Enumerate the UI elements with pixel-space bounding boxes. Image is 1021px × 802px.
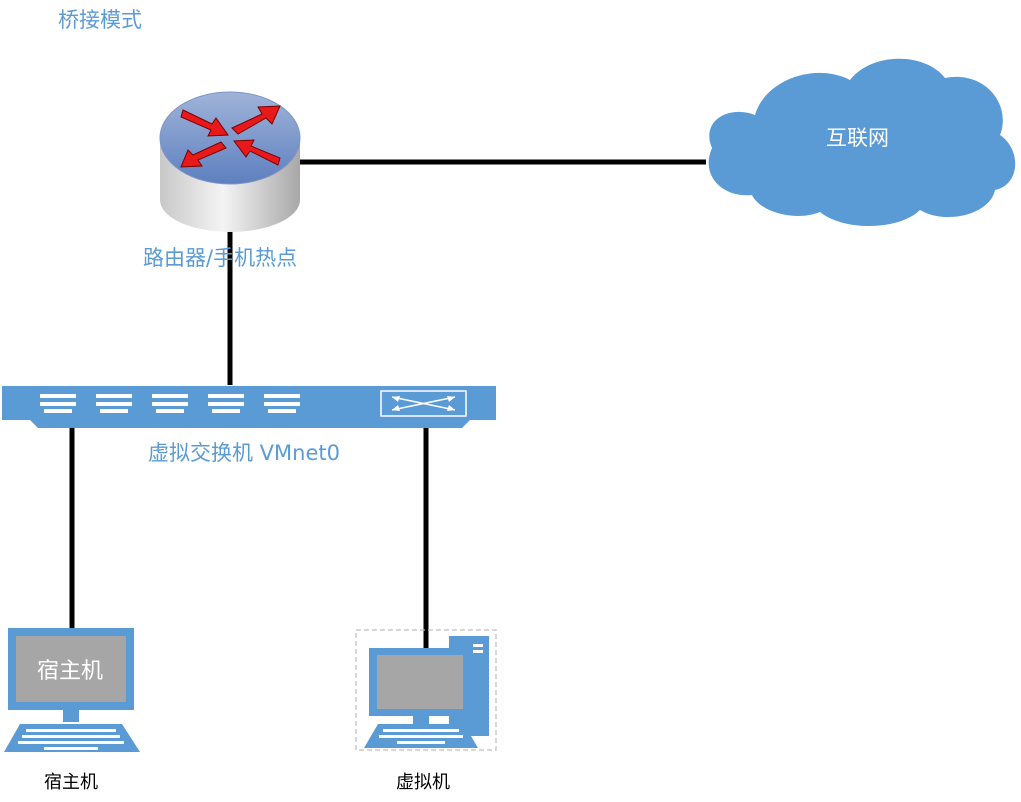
router-label: 路由器/手机热点 (143, 246, 297, 270)
internet-label: 互联网 (826, 126, 889, 150)
host-label: 宿主机 (44, 772, 98, 793)
cloud-icon (708, 58, 1016, 227)
router-icon (159, 91, 301, 232)
desktop-computer-icon (355, 629, 497, 751)
host-screen-text: 宿主机 (37, 659, 103, 684)
laptop-icon (4, 628, 140, 752)
switch-label: 虚拟交换机 VMnet0 (148, 441, 340, 465)
switch-icon (2, 386, 496, 428)
vm-label: 虚拟机 (396, 772, 450, 793)
diagram-title: 桥接模式 (58, 8, 142, 32)
